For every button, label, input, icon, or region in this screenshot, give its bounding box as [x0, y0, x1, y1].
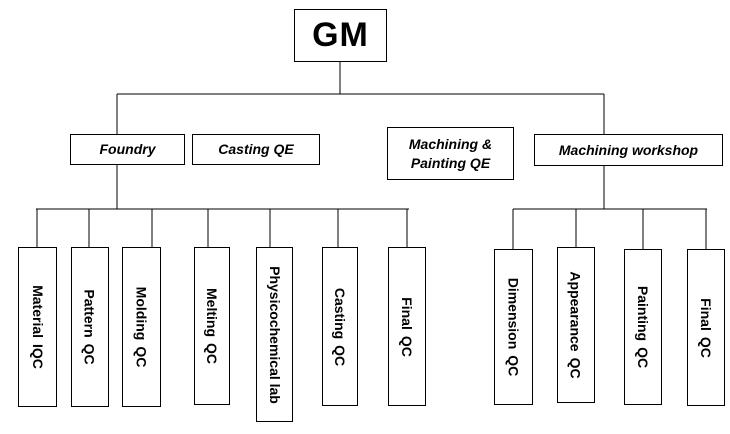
unit-label-suffix: QC [204, 343, 220, 364]
unit-label: Molding [133, 286, 150, 341]
node-physicochemical-lab: Physicochemical lab [256, 247, 293, 422]
unit-label-suffix: QC [332, 344, 348, 366]
node-gm: GM [294, 9, 387, 62]
node-melting-qc: MeltingQC [194, 247, 230, 405]
node-dimension-qc: DimensionQC [494, 249, 533, 405]
unit-label-suffix: QC [133, 346, 150, 368]
unit-label-suffix: QC [505, 355, 522, 377]
unit-label: Material [29, 285, 46, 339]
node-machining-workshop: Machining workshop [534, 134, 723, 166]
unit-label: Casting [332, 287, 348, 339]
unit-label-suffix: QC [635, 347, 652, 369]
unit-label: Final [698, 297, 715, 331]
unit-label: Appearance [568, 271, 584, 352]
node-casting-qe: Casting QE [192, 134, 320, 165]
node-foundry: Foundry [70, 134, 185, 165]
unit-label: Painting [635, 285, 652, 342]
node-machining-painting-qe-line2: Painting QE [410, 154, 491, 171]
node-machining-painting-qe: Machining & Painting QE [387, 127, 514, 180]
node-appearance-qc: AppearanceQC [557, 247, 595, 403]
unit-label: Melting [204, 288, 220, 337]
node-material-iqc: MaterialIQC [18, 247, 57, 407]
node-foundry-label: Foundry [99, 141, 156, 157]
node-gm-label: GM [312, 16, 369, 54]
node-machining-painting-qe-line1: Machining & [408, 135, 493, 152]
node-casting-qe-label: Casting QE [218, 141, 294, 157]
node-final-qc-workshop: FinalQC [687, 249, 725, 406]
node-molding-qc: MoldingQC [122, 247, 161, 407]
node-machining-workshop-label: Machining workshop [558, 141, 699, 158]
unit-label-suffix: QC [82, 343, 99, 365]
unit-label-suffix: QC [698, 336, 715, 358]
unit-label-suffix: QC [399, 335, 416, 357]
unit-label: Final [399, 296, 416, 330]
node-painting-qc: PaintingQC [624, 249, 662, 405]
unit-label: Dimension [505, 277, 522, 350]
unit-label-suffix: IQC [29, 344, 46, 369]
node-casting-qc: CastingQC [322, 247, 358, 406]
unit-label: Physicochemical lab [266, 265, 283, 404]
unit-label: Pattern [82, 289, 99, 338]
node-pattern-qc: PatternQC [71, 247, 109, 407]
unit-label-suffix: QC [568, 357, 584, 379]
node-final-qc-foundry: FinalQC [388, 247, 426, 406]
